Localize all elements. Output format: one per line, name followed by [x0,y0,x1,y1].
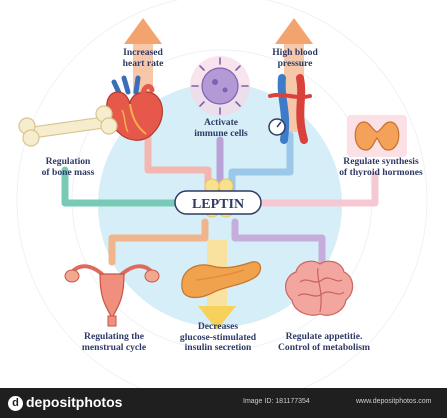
label-line: Regulate appetitie. [285,331,363,342]
pancreas-icon [181,261,262,299]
label-line: immune cells [194,127,248,139]
bone-icon [18,105,118,147]
uterus-icon [64,264,160,327]
label-line: glucose-stimulated [179,331,257,343]
branch-menstrual [108,218,209,266]
label-line: pressure [277,57,313,69]
heart-icon [106,75,163,141]
label-line: Increased [123,47,163,58]
label-line: heart rate [122,57,164,69]
watermark-site: www.depositphotos.com [356,398,432,405]
leptin-pill [174,190,262,215]
label-line: Decreases [197,321,239,332]
branch-thyroid [246,171,379,207]
pressure-gauge-icon [268,118,286,136]
label-line: Activate [203,117,239,128]
branch-appetite [231,218,326,266]
label-line: Regulate synthesis [343,156,419,167]
watermark-image-id: Image ID: 181177354 [243,398,310,405]
label-line: insulin secretion [184,342,252,353]
blood-vessel-icon [268,74,312,144]
label-insulin: Decreases glucose-stimulated insulin sec… [171,321,265,354]
label-line: menstrual cycle [81,341,147,353]
thyroid-icon [347,115,407,157]
label-appetite: Regulate appetitie. Control of metabolis… [268,331,380,353]
label-heart-rate: Increased heart rate [112,47,174,69]
label-immune: Activate immune cells [186,117,256,139]
label-bone: Regulation of bone mass [28,156,108,178]
watermark-logo-text: depositphotos [26,394,123,410]
immune-cell-icon [190,56,250,116]
label-line: High blood [272,47,318,58]
depositphotos-logo-icon: d [8,396,23,411]
label-line: Regulation [45,156,91,167]
center-label: LEPTIN [192,197,244,212]
label-thyroid: Regulate synthesis of thyroid hormones [326,156,436,178]
branch-bone [61,166,194,207]
label-line: of bone mass [41,166,95,178]
label-line: of thyroid hormones [339,166,423,178]
label-line: Regulating the [84,331,144,342]
label-menstrual: Regulating the menstrual cycle [72,331,156,353]
brain-icon [285,260,354,316]
label-blood-pressure: High blood pressure [264,47,326,69]
label-line: Control of metabolism [277,341,371,353]
